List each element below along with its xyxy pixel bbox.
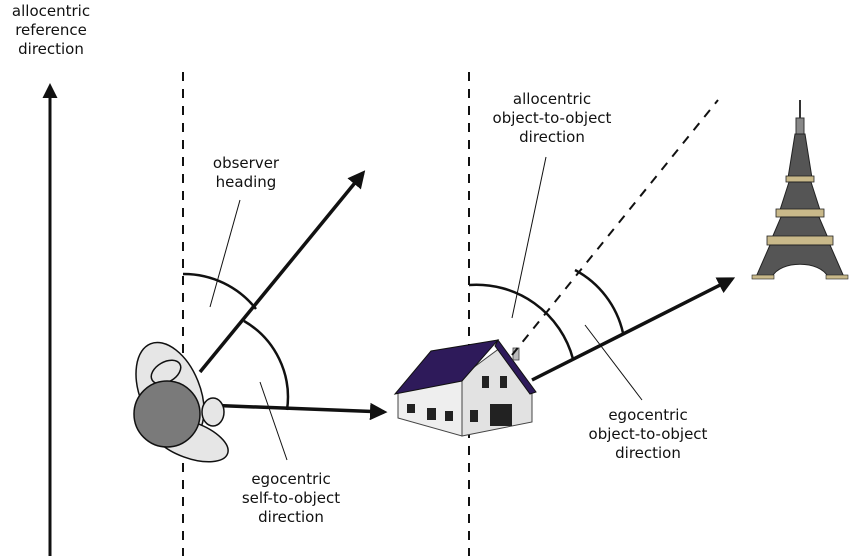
label-line: reference	[15, 21, 87, 39]
house-roof-edge	[494, 339, 537, 395]
observer-hand	[201, 397, 225, 427]
observer-head	[133, 380, 201, 448]
self-to-object-arrow	[204, 402, 388, 421]
observer-top-view-icon	[133, 341, 229, 463]
tower-top	[795, 117, 805, 135]
house-window	[427, 408, 436, 420]
label-line: direction	[18, 40, 84, 58]
label-line: heading	[215, 173, 277, 191]
house-window	[470, 410, 478, 422]
house-window	[407, 404, 415, 413]
label-line: allocentric	[11, 2, 91, 20]
allocentric-object-arc	[468, 283, 575, 360]
allocentric-object-leader	[511, 156, 547, 319]
tower-lower-section	[771, 216, 829, 239]
house-window	[482, 376, 489, 388]
tower-lower-platform	[766, 235, 834, 246]
tower-middle-platform	[775, 208, 825, 218]
label-line: egocentric	[608, 406, 688, 424]
label-line: direction	[615, 444, 681, 462]
label-line: allocentric	[512, 90, 592, 108]
label-line: self-to-object	[241, 489, 341, 507]
object-to-object-dashed-line	[511, 99, 719, 356]
egocentric-self-to-object-arc	[243, 319, 290, 411]
label-line: egocentric	[251, 470, 331, 488]
label-line: observer	[212, 154, 280, 172]
tower-upper-section	[787, 133, 813, 179]
label-line: object-to-object	[492, 109, 612, 127]
label-egocentric-object-to-object-direction: egocentric object-to-object direction	[578, 406, 718, 463]
egocentric-object-arrow	[531, 277, 736, 382]
eiffel-tower-icon	[751, 100, 849, 280]
egocentric-object-arc	[574, 268, 625, 334]
label-allocentric-object-to-object-direction: allocentric object-to-object direction	[482, 90, 622, 147]
tower-upper-platform	[785, 175, 815, 183]
egocentric-object-leader	[584, 324, 643, 401]
label-line: object-to-object	[588, 425, 708, 443]
label-line: direction	[519, 128, 585, 146]
label-line: direction	[258, 508, 324, 526]
label-observer-heading: observer heading	[196, 154, 296, 192]
tower-legs	[755, 244, 845, 278]
tower-base-left	[751, 274, 775, 280]
egocentric-self-leader	[259, 381, 288, 461]
house-door-window	[490, 404, 512, 426]
observer-heading-arc	[182, 272, 257, 310]
observer-heading-leader	[209, 199, 241, 308]
label-allocentric-reference-direction: allocentric reference direction	[6, 2, 96, 59]
tower-base-right	[825, 274, 849, 280]
label-egocentric-self-to-object-direction: egocentric self-to-object direction	[226, 470, 356, 527]
observer-heading-arrow	[198, 170, 366, 374]
house-icon	[393, 339, 537, 437]
house-window	[445, 411, 453, 421]
tower-middle-section	[779, 181, 821, 211]
house-window	[500, 376, 507, 388]
